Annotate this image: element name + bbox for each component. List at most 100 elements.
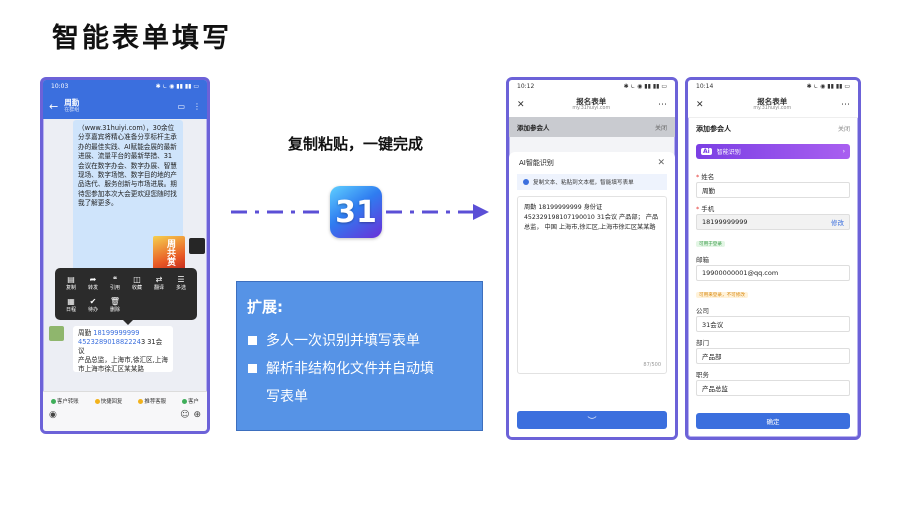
- menu-item-icon: ▤: [67, 275, 75, 284]
- name-field[interactable]: 周勤: [696, 182, 850, 198]
- quick-action[interactable]: 快捷回复: [94, 397, 122, 405]
- chevron-right-icon: ›: [842, 148, 845, 155]
- extension-item: 多人一次识别并填写表单: [247, 327, 472, 355]
- extension-item-text: 多人一次识别并填写表单: [266, 333, 420, 349]
- menu-item-label: 删除: [109, 307, 120, 313]
- menu-item[interactable]: ◫收藏: [126, 272, 148, 294]
- back-arrow-icon[interactable]: ←: [49, 99, 59, 113]
- chevron-down-icon: ︶: [587, 416, 597, 427]
- menu-item-label: 收藏: [131, 285, 142, 291]
- menu-item-icon: ▦: [67, 297, 75, 306]
- close-icon[interactable]: ✕: [517, 100, 525, 110]
- avatar[interactable]: [49, 326, 64, 341]
- ai-recognize-bar[interactable]: Ai 智能识别 ›: [696, 144, 850, 159]
- pasted-text: 周勤 18199999999 身份证 452329198107190010 31…: [524, 204, 659, 231]
- voice-icon[interactable]: ◉: [49, 410, 57, 420]
- message-address: 产品总监，上海市,徐汇区,上海市上海市徐汇区某某路: [78, 356, 168, 373]
- menu-item[interactable]: 🗑删除: [104, 294, 126, 316]
- status-bar: 10:03 ✱ ⏾ ◉ ▮▮ ▮▮ ▭: [43, 80, 207, 93]
- name-value: 周勤: [702, 187, 715, 195]
- message-id: 452328901882224: [78, 338, 141, 346]
- message-name: 周勤: [78, 329, 92, 337]
- sheet-tip-text: 复制文本、粘贴到文本框，智能填写表单: [533, 180, 634, 186]
- menu-item[interactable]: ➦转发: [82, 272, 104, 294]
- quick-action-label: 客户转账: [57, 399, 79, 405]
- emoji-icon[interactable]: ☺: [180, 410, 190, 420]
- ai-recognition-sheet: AI智能识别 ✕ 复制文本、粘贴到文本框，智能填写表单 周勤 181999999…: [509, 152, 675, 437]
- job-title-value: 产品总监: [702, 385, 728, 393]
- status-time: 10:03: [51, 83, 69, 90]
- message-company: 3 31会议: [78, 338, 163, 355]
- more-horizontal-icon[interactable]: ⋯: [657, 100, 667, 110]
- menu-item[interactable]: ▤复制: [60, 272, 82, 294]
- section-header: 添加参会人 关闭: [688, 117, 858, 139]
- paste-textarea[interactable]: 周勤 18199999999 身份证 452329198107190010 31…: [517, 196, 667, 374]
- quick-actions-row: 客户转账 快捷回复 推荐客服 客户: [43, 392, 207, 405]
- department-field[interactable]: 产品部: [696, 348, 850, 364]
- poster-image[interactable]: 周共赏: [153, 236, 185, 274]
- bullet-square-icon: [248, 364, 257, 373]
- phone-field[interactable]: 18199999999 修改: [696, 214, 850, 230]
- email-field[interactable]: 19900000001@qq.com: [696, 265, 850, 281]
- sheet-title: AI智能识别: [519, 159, 554, 167]
- form-url: my.31huiyi.com: [753, 106, 792, 112]
- plus-icon[interactable]: ⊕: [193, 410, 201, 420]
- poster-text: 周共赏: [165, 239, 175, 266]
- char-count: 87/500: [643, 362, 661, 368]
- phone-value: 18199999999: [702, 218, 748, 226]
- info-icon: [523, 179, 529, 185]
- menu-item[interactable]: ⇄翻译: [148, 272, 170, 294]
- chat-contact-name: 周勤: [64, 97, 80, 107]
- more-horizontal-icon[interactable]: ⋯: [840, 100, 850, 110]
- quick-action-icon: [51, 399, 57, 404]
- form-title: 报名表单: [576, 96, 607, 106]
- menu-item-icon: ➦: [89, 275, 97, 284]
- video-call-icon[interactable]: ▭: [177, 101, 185, 111]
- section-title: 添加参会人: [517, 124, 550, 132]
- app-logo: 31: [330, 186, 382, 238]
- avatar[interactable]: [189, 238, 205, 254]
- recognize-button[interactable]: ︶: [517, 411, 667, 429]
- job-title-field[interactable]: 产品总监: [696, 380, 850, 396]
- menu-item[interactable]: ✔待办: [82, 294, 104, 316]
- chat-header: ← 周勤 在群组 ▭ ⋮: [43, 93, 207, 119]
- quick-action[interactable]: 推荐客服: [138, 397, 166, 405]
- email-label: 邮箱: [696, 256, 709, 264]
- quick-action-icon: [94, 399, 100, 404]
- section-close-link[interactable]: 关闭: [654, 124, 667, 132]
- ai-bar-label: 智能识别: [716, 149, 741, 156]
- message-phone: 18199999999: [93, 329, 140, 337]
- selected-message-bubble[interactable]: 周勤 18199999999 4523289018822243 31会议 产品总…: [73, 326, 173, 373]
- status-icons: ✱ ⏾ ◉ ▮▮ ▮▮ ▭: [623, 82, 667, 90]
- more-vertical-icon[interactable]: ⋮: [193, 101, 201, 111]
- company-field[interactable]: 31会议: [696, 316, 850, 332]
- quick-action[interactable]: 客户: [182, 397, 199, 405]
- extension-item-text: 写表单: [266, 389, 308, 405]
- menu-item-label: 多选: [175, 285, 186, 291]
- ai-badge-icon: Ai: [701, 148, 712, 155]
- menu-item[interactable]: ▦日程: [60, 294, 82, 316]
- section-title: 添加参会人: [696, 124, 731, 133]
- menu-item-label: 待办: [87, 307, 98, 313]
- ai-recognition-phone-screenshot: 10:12 ✱ ⏾ ◉ ▮▮ ▮▮ ▭ ✕ 报名表单 my.31huiyi.co…: [506, 77, 678, 440]
- slide-title: 智能表单填写: [52, 23, 232, 54]
- confirm-button[interactable]: 确定: [696, 413, 850, 429]
- quick-action-label: 推荐客服: [144, 399, 166, 405]
- job-title-label: 职务: [696, 371, 709, 379]
- sheet-close-icon[interactable]: ✕: [657, 158, 665, 168]
- dashed-arrow: [231, 204, 489, 220]
- close-icon[interactable]: ✕: [696, 100, 704, 110]
- chat-contact-subtitle: 在群组: [64, 107, 80, 114]
- menu-item[interactable]: ❝引用: [104, 272, 126, 294]
- extension-item: 解析非结构化文件并自动填: [247, 355, 472, 383]
- email-value: 19900000001@qq.com: [702, 269, 779, 277]
- status-bar: 10:14 ✱ ⏾ ◉ ▮▮ ▮▮ ▭: [688, 80, 858, 93]
- company-label: 公司: [696, 307, 709, 315]
- menu-item[interactable]: ☰多选: [170, 272, 192, 294]
- company-value: 31会议: [702, 321, 724, 329]
- form-title: 报名表单: [757, 96, 788, 106]
- quick-action[interactable]: 客户转账: [51, 397, 79, 405]
- section-close-link[interactable]: 关闭: [837, 126, 850, 133]
- phone-edit-link[interactable]: 修改: [831, 219, 844, 227]
- status-bar: 10:12 ✱ ⏾ ◉ ▮▮ ▮▮ ▭: [509, 80, 675, 93]
